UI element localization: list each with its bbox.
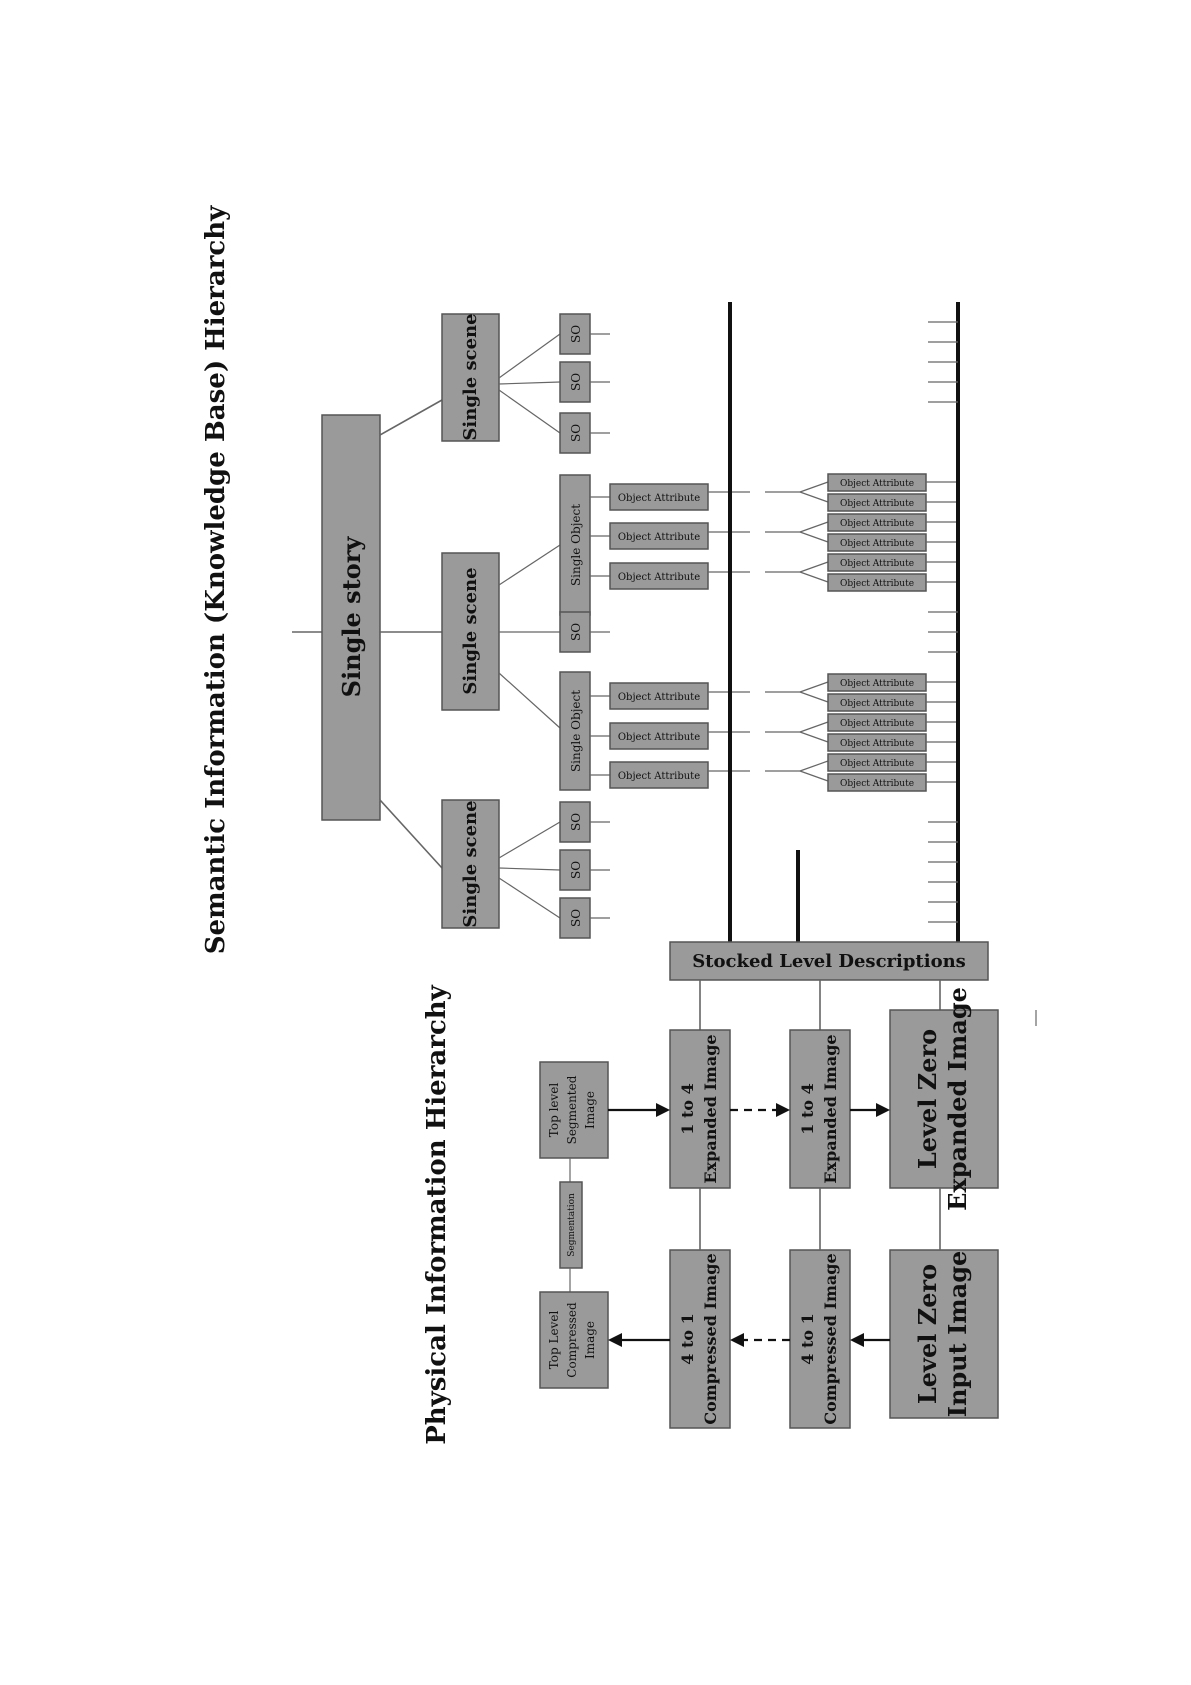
compressed-image-box-2: 4 to 1 Compressed Image — [789, 1249, 851, 1429]
svg-text:Object Attribute: Object Attribute — [618, 692, 700, 703]
svg-text:Expanded Image: Expanded Image — [821, 1034, 840, 1183]
so-box-3: SO — [559, 412, 591, 454]
sub-attribute-box-7: Object Attribute — [827, 673, 927, 692]
so-box-2: SO — [559, 361, 591, 403]
object-attribute-box-4: Object Attribute — [609, 682, 709, 710]
svg-text:Object Attribute: Object Attribute — [840, 779, 914, 789]
svg-text:Object Attribute: Object Attribute — [840, 699, 914, 709]
single-object-box-2: Single Object — [559, 671, 591, 791]
object-attribute-box-3: Object Attribute — [609, 562, 709, 590]
svg-text:Object Attribute: Object Attribute — [840, 579, 914, 589]
expanded-image-box-2: 1 to 4 Expanded Image — [789, 1029, 851, 1189]
semantic-hierarchy-title: Semantic Information (Knowledge Base) Hi… — [201, 205, 231, 954]
svg-text:Single Object: Single Object — [569, 504, 583, 586]
svg-text:Single Object: Single Object — [569, 690, 583, 772]
so-box-6: SO — [559, 849, 591, 891]
svg-text:Image: Image — [583, 1091, 597, 1129]
svg-text:Stocked Level Descriptions: Stocked Level Descriptions — [692, 951, 966, 972]
svg-text:Compressed Image: Compressed Image — [821, 1253, 840, 1424]
top-level-compressed-box: Top Level Compressed Image — [539, 1291, 609, 1389]
svg-text:Object Attribute: Object Attribute — [840, 499, 914, 509]
svg-text:SO: SO — [569, 373, 583, 391]
svg-text:Single scene: Single scene — [460, 800, 481, 927]
sub-attribute-box-2: Object Attribute — [827, 493, 927, 512]
svg-text:Object Attribute: Object Attribute — [840, 479, 914, 489]
physical-hierarchy-title: Physical Information Hierarchy — [422, 984, 452, 1444]
so-box-4: SO — [559, 611, 591, 653]
compressed-image-box-1: 4 to 1 Compressed Image — [669, 1249, 731, 1429]
level-zero-expanded-box: Level Zero Expanded Image — [889, 987, 999, 1211]
svg-text:Level Zero: Level Zero — [913, 1029, 942, 1169]
svg-text:Level Zero: Level Zero — [913, 1264, 942, 1404]
svg-text:Object Attribute: Object Attribute — [618, 532, 700, 543]
sub-attribute-box-12: Object Attribute — [827, 773, 927, 792]
svg-text:Single scene: Single scene — [460, 313, 481, 440]
sub-attribute-box-9: Object Attribute — [827, 713, 927, 732]
svg-text:SO: SO — [569, 325, 583, 343]
single-scene-box-3: Single scene — [441, 799, 500, 929]
object-attribute-box-5: Object Attribute — [609, 722, 709, 750]
object-attribute-box-6: Object Attribute — [609, 761, 709, 789]
svg-text:Image: Image — [583, 1321, 597, 1359]
single-scene-box-2: Single scene — [441, 552, 500, 711]
svg-text:Object Attribute: Object Attribute — [618, 572, 700, 583]
svg-text:SO: SO — [569, 623, 583, 641]
svg-text:Segmentation: Segmentation — [567, 1193, 577, 1257]
svg-text:1 to 4: 1 to 4 — [678, 1083, 697, 1134]
sub-attribute-box-5: Object Attribute — [827, 553, 927, 572]
svg-text:Object Attribute: Object Attribute — [840, 539, 914, 549]
so-box-1: SO — [559, 313, 591, 355]
svg-text:SO: SO — [569, 861, 583, 879]
svg-text:4 to 1: 4 to 1 — [678, 1313, 697, 1364]
svg-text:Expanded Image: Expanded Image — [701, 1034, 720, 1183]
sub-attribute-box-11: Object Attribute — [827, 753, 927, 772]
object-attribute-box-1: Object Attribute — [609, 483, 709, 511]
svg-text:Object Attribute: Object Attribute — [840, 759, 914, 769]
object-attribute-box-2: Object Attribute — [609, 522, 709, 550]
svg-text:Single story: Single story — [337, 536, 366, 698]
svg-text:Object Attribute: Object Attribute — [618, 493, 700, 504]
expanded-image-box-1: 1 to 4 Expanded Image — [669, 1029, 731, 1189]
svg-text:Object Attribute: Object Attribute — [840, 679, 914, 689]
svg-text:Compressed: Compressed — [565, 1302, 579, 1378]
svg-text:Top Level: Top Level — [547, 1311, 561, 1370]
svg-text:Object Attribute: Object Attribute — [618, 732, 700, 743]
svg-text:Top level: Top level — [547, 1083, 561, 1138]
svg-text:Single scene: Single scene — [460, 567, 481, 694]
sub-attribute-box-4: Object Attribute — [827, 533, 927, 552]
single-object-box-1: Single Object — [559, 474, 591, 616]
sub-attribute-box-1: Object Attribute — [827, 473, 927, 492]
stocked-level-descriptions-box: Stocked Level Descriptions — [669, 941, 989, 981]
single-scene-box-1: Single scene — [441, 313, 500, 442]
segmentation-box: Segmentation — [559, 1181, 583, 1269]
svg-text:Object Attribute: Object Attribute — [618, 771, 700, 782]
so-box-5: SO — [559, 801, 591, 843]
svg-text:Object Attribute: Object Attribute — [840, 559, 914, 569]
svg-text:SO: SO — [569, 424, 583, 442]
svg-text:4 to 1: 4 to 1 — [798, 1313, 817, 1364]
sub-attribute-box-10: Object Attribute — [827, 733, 927, 752]
svg-text:Object Attribute: Object Attribute — [840, 719, 914, 729]
svg-text:Compressed Image: Compressed Image — [701, 1253, 720, 1424]
svg-text:SO: SO — [569, 813, 583, 831]
svg-text:Object Attribute: Object Attribute — [840, 519, 914, 529]
svg-text:Expanded Image: Expanded Image — [943, 987, 972, 1211]
svg-text:Segmented: Segmented — [565, 1075, 579, 1144]
svg-text:Input Image: Input Image — [943, 1251, 972, 1418]
sub-attribute-box-6: Object Attribute — [827, 573, 927, 592]
so-box-7: SO — [559, 897, 591, 939]
svg-text:Object Attribute: Object Attribute — [840, 739, 914, 749]
sub-attribute-box-8: Object Attribute — [827, 693, 927, 712]
top-level-segmented-box: Top level Segmented Image — [539, 1061, 609, 1159]
sub-attribute-box-3: Object Attribute — [827, 513, 927, 532]
level-zero-input-box: Level Zero Input Image — [889, 1249, 999, 1419]
single-story-box: Single story — [321, 414, 381, 821]
svg-text:1 to 4: 1 to 4 — [798, 1083, 817, 1134]
svg-text:SO: SO — [569, 909, 583, 927]
